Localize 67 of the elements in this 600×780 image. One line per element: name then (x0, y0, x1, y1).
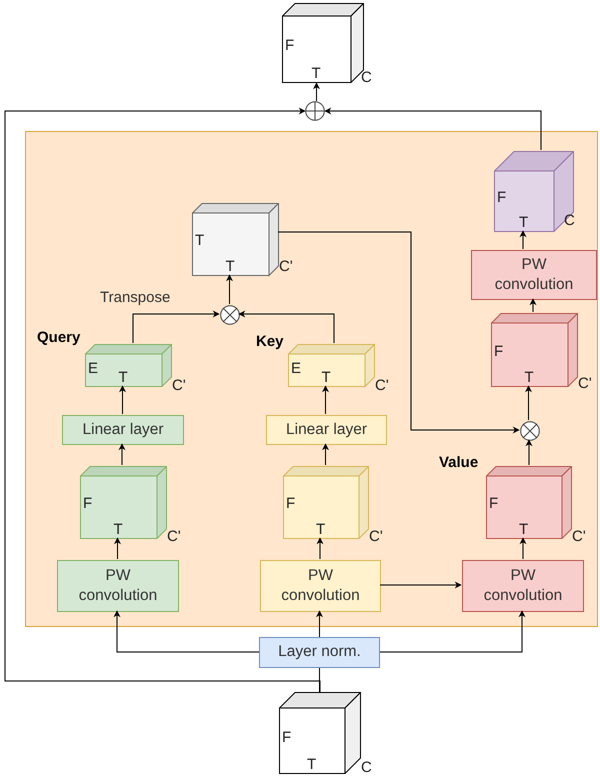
arrow (380, 610, 526, 652)
axis-label: T (195, 233, 204, 248)
arrow (114, 537, 121, 560)
branch-heading: Key (256, 334, 284, 349)
dimension-label: C' (375, 378, 389, 393)
arrow (316, 610, 323, 638)
axis-label: T (226, 259, 235, 274)
axis-label: F (497, 190, 506, 206)
dimension-label: C' (167, 529, 181, 544)
dimension-label: C' (369, 529, 383, 544)
arrow (526, 439, 532, 466)
multiply-operator (520, 421, 540, 441)
dimension-label: C (361, 760, 372, 775)
arrow (525, 385, 532, 420)
process-box: Linear layer (266, 415, 387, 445)
arrow (4, 108, 320, 692)
arrow (520, 537, 526, 560)
axis-label: E (88, 360, 98, 376)
attention-block-background (25, 131, 598, 627)
arrow (316, 537, 324, 560)
axis-label: T (307, 757, 316, 772)
arrow (118, 443, 126, 466)
axis-label: F (494, 344, 504, 359)
axis-label: F (489, 496, 498, 512)
dimension-label: C' (578, 376, 592, 391)
process-box: Linear layer (62, 415, 184, 445)
arrow (324, 108, 542, 150)
process-box: PW convolution (462, 560, 584, 612)
process-box: Layer norm. (259, 637, 380, 668)
arrow (530, 298, 536, 312)
axis-label: T (312, 66, 321, 81)
dimension-label: C (361, 70, 372, 85)
dimension-label: C (564, 213, 575, 228)
multiply-operator (220, 305, 240, 325)
edge-label: Transpose (100, 290, 170, 305)
arrow (238, 310, 334, 344)
process-box: PW convolution (57, 560, 179, 612)
axis-label: T (519, 215, 528, 230)
arrow (313, 82, 320, 102)
arrow (520, 230, 526, 250)
arrow (226, 274, 233, 304)
arrow (132, 310, 220, 344)
axis-label: T (316, 522, 326, 537)
arrow (380, 582, 462, 588)
process-box: PW convolution (471, 250, 597, 300)
process-box: PW convolution (260, 560, 381, 612)
arrow (119, 385, 126, 414)
axis-label: T (322, 370, 331, 385)
axis-label: T (114, 522, 123, 537)
axis-label: T (524, 370, 534, 385)
dimension-label: C' (279, 259, 293, 274)
arrow (322, 385, 329, 414)
arrow (322, 443, 329, 466)
dimension-label: C' (572, 529, 586, 544)
axis-label: F (286, 496, 296, 512)
branch-heading: Query (37, 330, 80, 345)
axis-label: F (83, 496, 92, 512)
axis-label: T (519, 522, 528, 537)
arrow (114, 610, 260, 652)
branch-heading: Value (439, 455, 478, 470)
dimension-label: C' (172, 378, 186, 393)
axis-label: F (282, 730, 292, 745)
sum-operator (305, 101, 325, 121)
axis-label: T (118, 370, 128, 385)
axis-label: E (291, 360, 302, 376)
axis-label: F (285, 38, 294, 54)
arrow (278, 232, 520, 434)
